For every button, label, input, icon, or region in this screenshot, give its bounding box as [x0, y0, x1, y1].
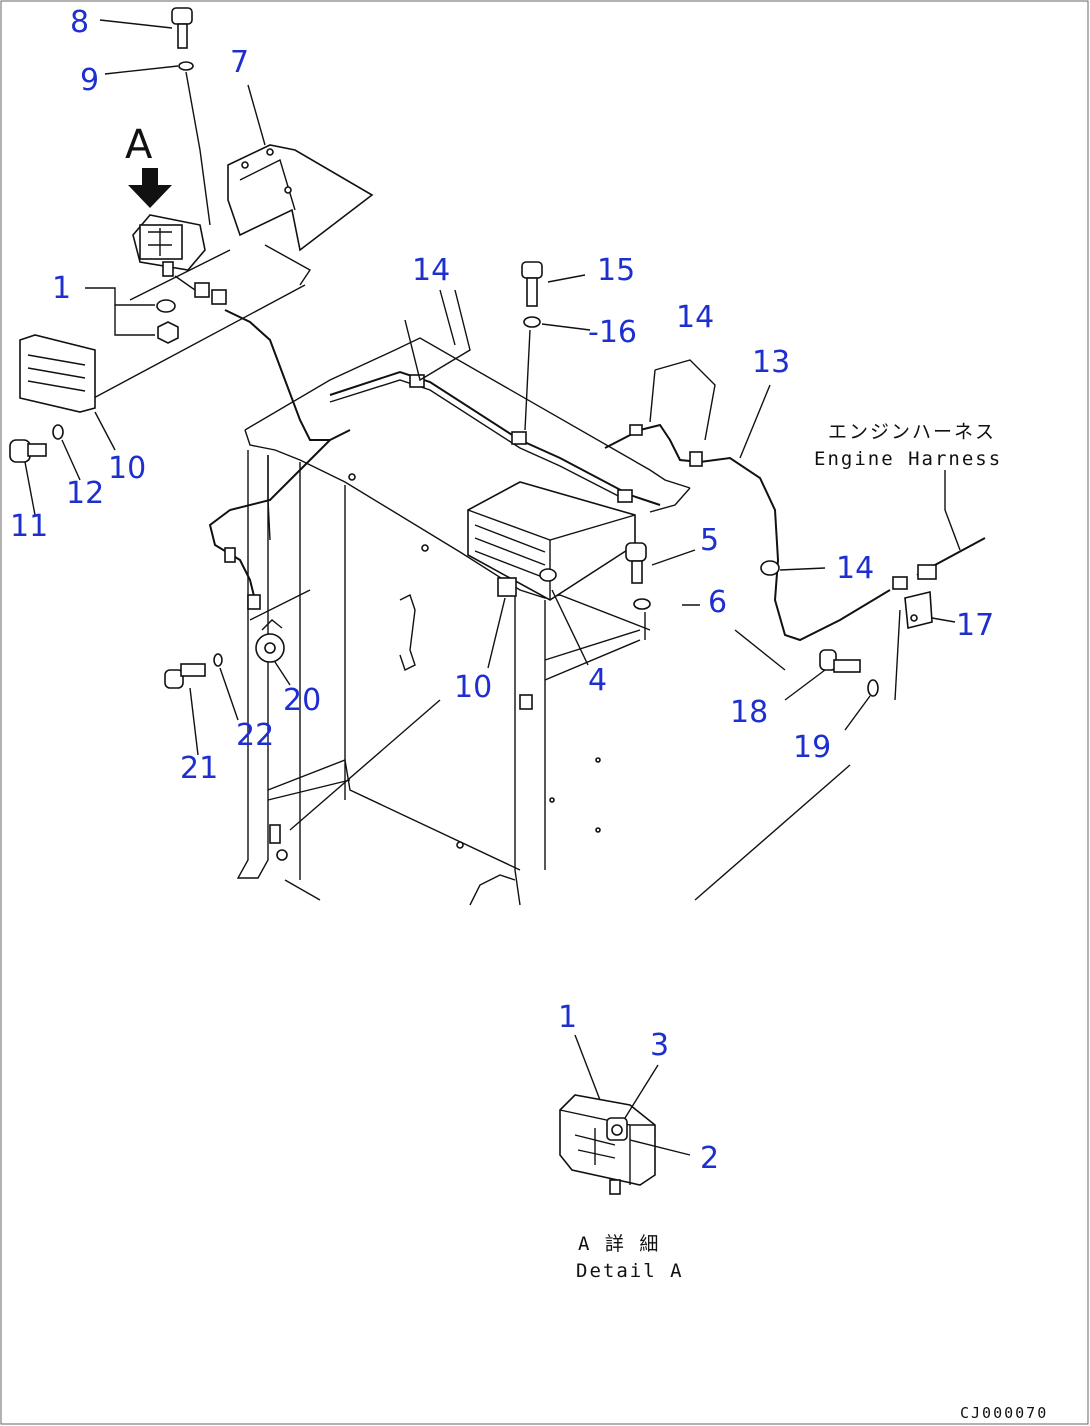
callout-7: 7: [230, 45, 249, 80]
leader-lines: [99, 19, 961, 901]
detail-a-label-en: Detail A: [576, 1260, 684, 1282]
callout-14: 14: [836, 551, 874, 586]
work-lamp-assembly: [85, 7, 374, 401]
engine-harness-label-en: Engine Harness: [814, 448, 1002, 470]
bolt-11: [9, 424, 81, 516]
callout-12: 12: [66, 476, 104, 511]
callout-3: 3: [650, 1028, 669, 1063]
callout-13: 13: [752, 345, 790, 380]
callout-21: 21: [180, 751, 218, 786]
callout-19: 19: [793, 730, 831, 765]
callout-18: 18: [730, 695, 768, 730]
horn-20: [249, 589, 311, 686]
callout-4: 4: [588, 663, 607, 698]
bolt-15-washer-16: [521, 261, 591, 431]
callout-14: 14: [676, 300, 714, 335]
callout-10: 10: [454, 670, 492, 705]
callout-15: 15: [597, 253, 635, 288]
callout-11: 11: [10, 509, 48, 544]
engine-harness-label-jp: エンジンハーネス: [828, 421, 996, 443]
bolt-5-washer-6: [625, 542, 700, 640]
cab-frame: [236, 337, 691, 906]
detail-a-view: [559, 1034, 691, 1195]
callout-20: 20: [283, 683, 321, 718]
rear-grille: [467, 481, 636, 601]
view-label-a: A: [125, 122, 153, 168]
callout-8: 8: [70, 5, 89, 40]
callout-6: 6: [708, 585, 727, 620]
view-arrow: [128, 168, 172, 208]
callout-1: 1: [52, 271, 71, 306]
callout-16: -16: [588, 315, 637, 350]
clip-17: [894, 591, 956, 701]
callout-1: 1: [558, 1000, 577, 1035]
drawing-code: CJ000070: [960, 1404, 1048, 1422]
front-grille-left: [19, 334, 116, 451]
callout-9: 9: [80, 63, 99, 98]
callout-14: 14: [412, 253, 450, 288]
bolt-21-washer-22: [164, 653, 239, 756]
callout-17: 17: [956, 608, 994, 643]
roof-harness: [208, 309, 986, 642]
callout-5: 5: [700, 523, 719, 558]
callout-22: 22: [236, 718, 274, 753]
callout-10: 10: [108, 451, 146, 486]
bolt-18-washer-19: [784, 649, 879, 731]
callout-2: 2: [700, 1141, 719, 1176]
detail-a-label-jp: A 詳 細: [578, 1233, 660, 1255]
